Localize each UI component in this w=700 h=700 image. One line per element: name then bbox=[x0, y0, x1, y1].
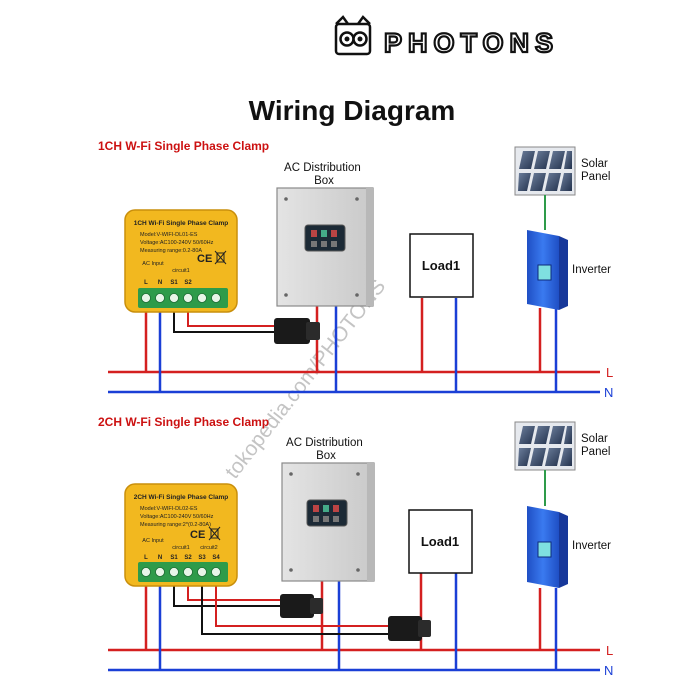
weee-icon bbox=[208, 526, 221, 541]
ce-mark: CE bbox=[197, 253, 212, 265]
solar-panel-label: Solar Panel bbox=[581, 158, 611, 183]
clamp2-wire-black bbox=[201, 576, 390, 635]
label-line-2: Panel bbox=[581, 446, 610, 458]
current-clamp bbox=[274, 318, 320, 344]
terminal-label: L bbox=[144, 555, 148, 561]
terminal-screws bbox=[141, 567, 221, 577]
weee-icon bbox=[214, 250, 227, 265]
page-title: Wiring Diagram bbox=[249, 95, 456, 126]
label-N: N bbox=[604, 663, 613, 678]
device-name: 1CH Wi-Fi Single Phase Clamp bbox=[134, 220, 229, 227]
label-line-2: Box bbox=[316, 450, 336, 462]
current-clamp-1 bbox=[280, 594, 323, 618]
terminal-label: S1 bbox=[170, 280, 178, 286]
device-voltage: Voltage:AC100-240V 50/60Hz bbox=[140, 240, 214, 246]
clamp2-wire-red bbox=[215, 576, 390, 627]
solar-panel-label: Solar Panel bbox=[581, 433, 611, 458]
inverter-icon bbox=[527, 506, 568, 588]
terminal-label: S3 bbox=[198, 555, 206, 561]
terminal-label: S2 bbox=[184, 280, 192, 286]
solar-panel-icon bbox=[514, 421, 576, 471]
device-range: Measuring range:2*(0.2-80A) bbox=[140, 522, 211, 528]
terminal-label: S2 bbox=[184, 555, 192, 561]
device-model: Model:V-WIFI-DL02-ES bbox=[140, 506, 198, 512]
section-1ch: 1CH W-Fi Single Phase Clamp L N 1CH Wi-F… bbox=[98, 139, 613, 400]
ac-input-label: AC Input bbox=[142, 261, 164, 267]
load-label: Load1 bbox=[421, 534, 459, 549]
distribution-box-label: AC Distribution Box bbox=[286, 437, 366, 462]
terminal-label: S1 bbox=[170, 555, 178, 561]
inverter-label: Inverter bbox=[572, 540, 611, 552]
brand-logo: PHOTONS bbox=[334, 15, 559, 59]
current-clamp-2 bbox=[388, 616, 431, 641]
circuit2-label: circuit2 bbox=[200, 545, 217, 551]
device-range: Measuring range:0.2-80A bbox=[140, 248, 202, 254]
label-L: L bbox=[606, 643, 613, 658]
terminal-label: N bbox=[158, 280, 162, 286]
inverter-icon bbox=[527, 230, 568, 310]
load-box: Load1 bbox=[408, 509, 473, 574]
circuit1-label: circuit1 bbox=[172, 545, 189, 551]
owl-icon bbox=[334, 15, 372, 56]
distribution-box-label: AC Distribution Box bbox=[284, 162, 364, 187]
inverter-label: Inverter bbox=[572, 264, 611, 276]
brand-name: PHOTONS bbox=[384, 28, 559, 58]
section-heading: 2CH W-Fi Single Phase Clamp bbox=[98, 415, 269, 429]
load-box: Load1 bbox=[409, 233, 474, 298]
label-line-2: Box bbox=[314, 175, 334, 187]
circuit1-label: circuit1 bbox=[172, 268, 189, 274]
distribution-box bbox=[281, 462, 375, 582]
clamp-device-1ch: 1CH Wi-Fi Single Phase Clamp Model:V-WIF… bbox=[124, 209, 238, 313]
section-heading: 1CH W-Fi Single Phase Clamp bbox=[98, 139, 269, 153]
ac-input-label: AC Input bbox=[142, 538, 164, 544]
clamp-device-2ch: 2CH Wi-Fi Single Phase Clamp Model:V-WIF… bbox=[124, 483, 238, 587]
label-L: L bbox=[606, 365, 613, 380]
device-name: 2CH Wi-Fi Single Phase Clamp bbox=[134, 494, 229, 501]
terminal-label: S4 bbox=[212, 555, 220, 561]
distribution-box bbox=[276, 187, 374, 307]
device-voltage: Voltage:AC100-240V 50/60Hz bbox=[140, 514, 214, 520]
terminal-label: N bbox=[158, 555, 162, 561]
solar-panel-icon bbox=[514, 146, 576, 196]
ce-mark: CE bbox=[190, 529, 205, 541]
load-label: Load1 bbox=[422, 258, 460, 273]
section-2ch: 2CH W-Fi Single Phase Clamp L N 2CH bbox=[98, 415, 613, 678]
terminal-screws bbox=[141, 293, 221, 303]
label-N: N bbox=[604, 385, 613, 400]
label-line-2: Panel bbox=[581, 171, 610, 183]
device-model: Model:V-WIFI-DL01-ES bbox=[140, 232, 198, 238]
terminal-label: L bbox=[144, 280, 148, 286]
